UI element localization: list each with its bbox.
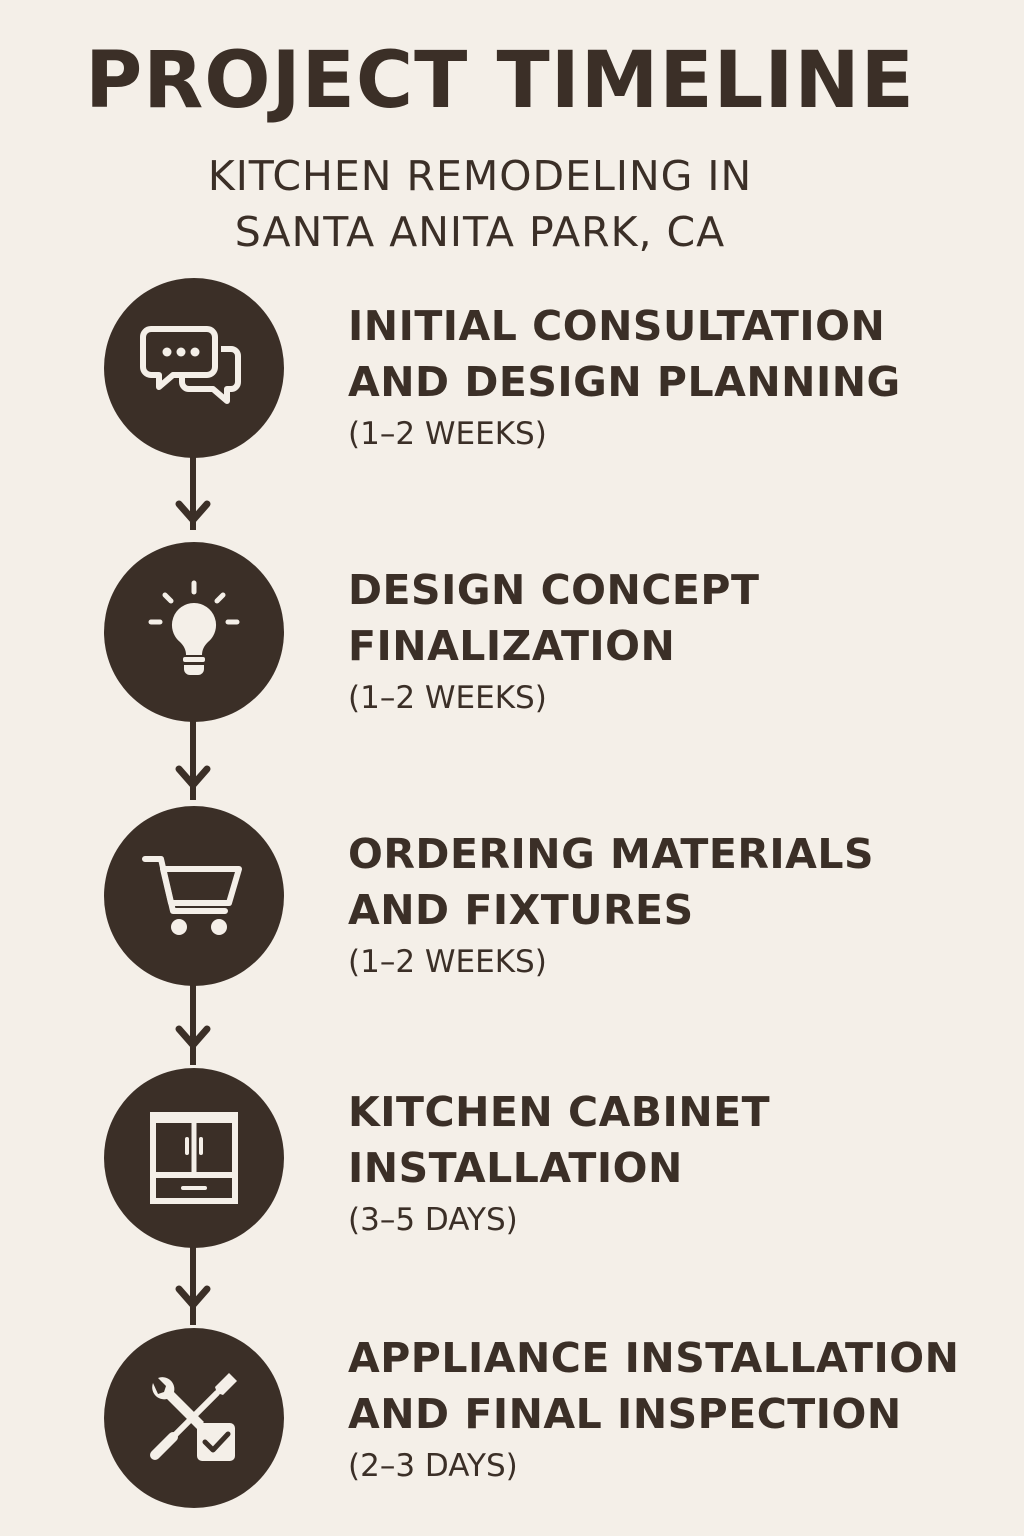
step-2-duration: (1–2 WEEKS) <box>348 680 547 716</box>
step-3-title-line-2: AND FIXTURES <box>348 886 694 934</box>
step-5-title-line-1: APPLIANCE INSTALLATION <box>348 1334 960 1382</box>
step-4-text: KITCHEN CABINET INSTALLATION (3–5 DAYS) <box>348 1084 988 1242</box>
step-2-title-line-2: FINALIZATION <box>348 622 676 670</box>
step-4-circle <box>104 1068 284 1248</box>
timeline-arrow-2 <box>175 765 211 789</box>
timeline-arrow-4 <box>175 1285 211 1309</box>
timeline-connector-3 <box>190 975 196 1065</box>
page-title: PROJECT TIMELINE <box>85 36 915 126</box>
subtitle-line-1: KITCHEN REMODELING IN <box>207 152 753 200</box>
timeline-arrow-1 <box>175 500 211 524</box>
step-1-duration: (1–2 WEEKS) <box>348 416 547 452</box>
subtitle-line-2: SANTA ANITA PARK, CA <box>234 208 726 256</box>
step-2-title-line-1: DESIGN CONCEPT <box>348 566 760 614</box>
step-5-circle <box>104 1328 284 1508</box>
page-subtitle: KITCHEN REMODELING IN SANTA ANITA PARK, … <box>160 148 800 260</box>
step-5-title-line-2: AND FINAL INSPECTION <box>348 1390 902 1438</box>
step-2-text: DESIGN CONCEPT FINALIZATION (1–2 WEEKS) <box>348 562 988 720</box>
step-4-title-line-2: INSTALLATION <box>348 1144 683 1192</box>
step-4-title-line-1: KITCHEN CABINET <box>348 1088 771 1136</box>
timeline-connector-1 <box>190 450 196 530</box>
step-4-duration: (3–5 DAYS) <box>348 1202 518 1238</box>
step-3-duration: (1–2 WEEKS) <box>348 944 547 980</box>
timeline-connector-2 <box>190 710 196 800</box>
chat-bubbles-icon <box>140 326 241 404</box>
step-5-text: APPLIANCE INSTALLATION AND FINAL INSPECT… <box>348 1330 988 1488</box>
cabinet-icon <box>150 1112 238 1204</box>
step-1-title-line-2: AND DESIGN PLANNING <box>348 358 901 406</box>
timeline-connector-4 <box>190 1235 196 1325</box>
step-3-circle <box>104 806 284 986</box>
step-1-circle <box>104 278 284 458</box>
step-1-text: INITIAL CONSULTATION AND DESIGN PLANNING… <box>348 298 988 456</box>
tools-checkbox-icon <box>150 1373 237 1461</box>
step-2-circle <box>104 542 284 722</box>
shopping-cart-icon <box>142 856 242 935</box>
lightbulb-icon <box>148 580 240 675</box>
step-3-text: ORDERING MATERIALS AND FIXTURES (1–2 WEE… <box>348 826 988 984</box>
timeline-arrow-3 <box>175 1025 211 1049</box>
step-5-duration: (2–3 DAYS) <box>348 1448 518 1484</box>
step-3-title-line-1: ORDERING MATERIALS <box>348 830 875 878</box>
step-1-title-line-1: INITIAL CONSULTATION <box>348 302 886 350</box>
